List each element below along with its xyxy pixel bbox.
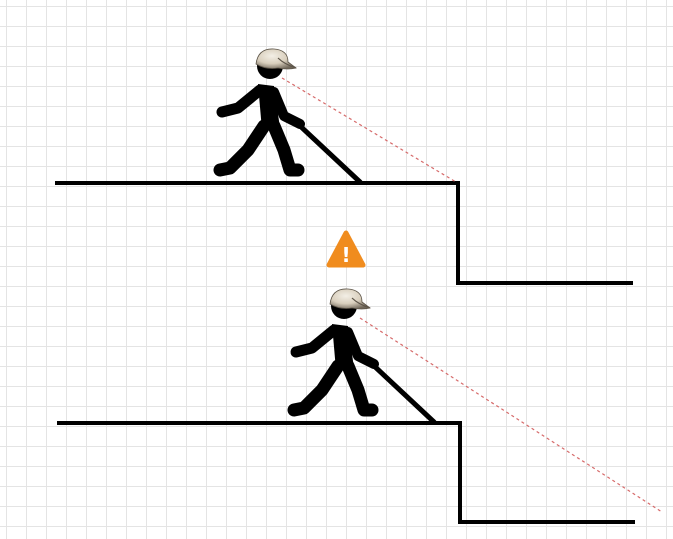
warning-triangle-icon: ! [329, 233, 363, 267]
step-profile-bottom [57, 423, 635, 522]
scene-bottom [57, 289, 662, 522]
sight-line-top [282, 78, 456, 182]
sight-line-bottom [360, 318, 662, 512]
warning-symbol: ! [341, 243, 350, 267]
blind-pedestrian-bottom [294, 289, 434, 422]
blind-pedestrian-top [220, 49, 360, 182]
